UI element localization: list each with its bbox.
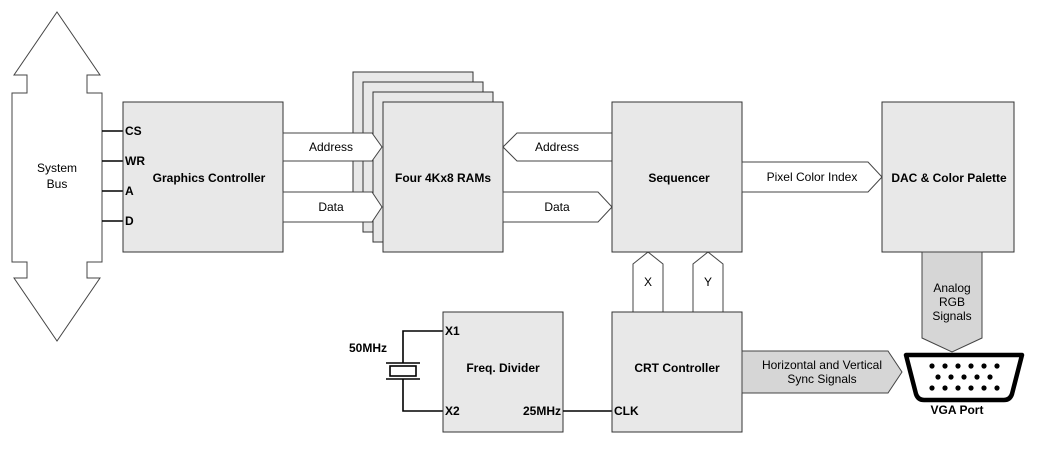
pin-x1: X1 (445, 324, 460, 338)
pixel-color-index-shape (741, 161, 883, 193)
pin-wr: WR (125, 154, 145, 168)
pixel-color-index-arrow: Pixel Color Index (741, 161, 883, 193)
analog-label-2: RGB (939, 295, 965, 309)
ram-data-label: Data (544, 200, 570, 214)
y-arrow: Y (692, 251, 724, 313)
pin-d: D (125, 214, 134, 228)
crt-controller-box (611, 311, 743, 433)
sequencer-title: Sequencer (648, 171, 710, 185)
crystal-body (389, 365, 417, 377)
vga-port-label: VGA Port (931, 403, 984, 417)
gc-data-arrow: Data (282, 191, 383, 223)
crystal-oscillator: 50MHz (349, 330, 443, 412)
crystal-label: 50MHz (349, 341, 387, 355)
gc-address-arrow: Address (282, 132, 383, 162)
dac-title: DAC & Color Palette (891, 171, 1007, 185)
sync-label-1: Horizontal and Vertical (762, 358, 882, 372)
ram-stack: Four 4Kx8 RAMs (352, 71, 504, 253)
gc-address-label: Address (309, 140, 353, 154)
freq-out-label: 25MHz (523, 404, 561, 418)
ram-data-arrow-shape (502, 191, 613, 223)
system-bus-label-1: System (37, 161, 77, 175)
x-arrow: X (632, 251, 664, 313)
pin-clk: CLK (614, 404, 639, 418)
pin-a: A (125, 184, 134, 198)
gc-data-arrow-shape (282, 191, 383, 223)
analog-rgb-arrow: Analog RGB Signals (921, 251, 983, 353)
analog-label-1: Analog (933, 281, 970, 295)
gc-address-arrow-shape (282, 132, 383, 162)
freq-divider: Freq. Divider X1 X2 25MHz (442, 311, 564, 433)
gc-data-label: Data (318, 200, 344, 214)
bus-pin-lines (102, 130, 123, 222)
ram-chip-1 (382, 101, 504, 253)
crt-controller: CRT Controller CLK (611, 311, 743, 433)
graphics-controller: Graphics Controller CS WR A D (122, 101, 284, 253)
crt-controller-title: CRT Controller (634, 361, 720, 375)
vga-port: VGA Port (903, 352, 1025, 417)
crystal-wire-top (402, 330, 443, 363)
crystal-wire-bottom (402, 379, 443, 412)
pin-x2: X2 (445, 404, 460, 418)
system-bus-label-2: Bus (47, 177, 68, 191)
sync-label-2: Sync Signals (787, 372, 856, 386)
analog-rgb-arrow-shape (921, 251, 983, 353)
freq-divider-box (442, 311, 564, 433)
sync-signals-arrow-shape (741, 350, 903, 394)
rams-title: Four 4Kx8 RAMs (395, 171, 491, 185)
pixel-color-index-label: Pixel Color Index (767, 170, 858, 184)
seq-address-label: Address (535, 140, 579, 154)
dac-box (881, 101, 1015, 253)
ram-data-arrow: Data (502, 191, 613, 223)
seq-address-arrow: Address (502, 132, 613, 162)
sync-signals-arrow: Horizontal and Vertical Sync Signals (741, 350, 903, 394)
sequencer: Sequencer (611, 101, 743, 253)
freq-divider-title: Freq. Divider (466, 361, 540, 375)
sequencer-box (611, 101, 743, 253)
system-bus-arrow (11, 11, 103, 342)
y-label: Y (704, 275, 712, 289)
graphics-controller-box (122, 101, 284, 253)
x-label: X (644, 275, 652, 289)
analog-label-3: Signals (932, 309, 971, 323)
dac-color-palette: DAC & Color Palette (881, 101, 1015, 253)
graphics-controller-title: Graphics Controller (153, 171, 266, 185)
vga-pins (929, 363, 1000, 391)
system-bus: System Bus (11, 11, 103, 342)
pin-cs: CS (125, 124, 142, 138)
